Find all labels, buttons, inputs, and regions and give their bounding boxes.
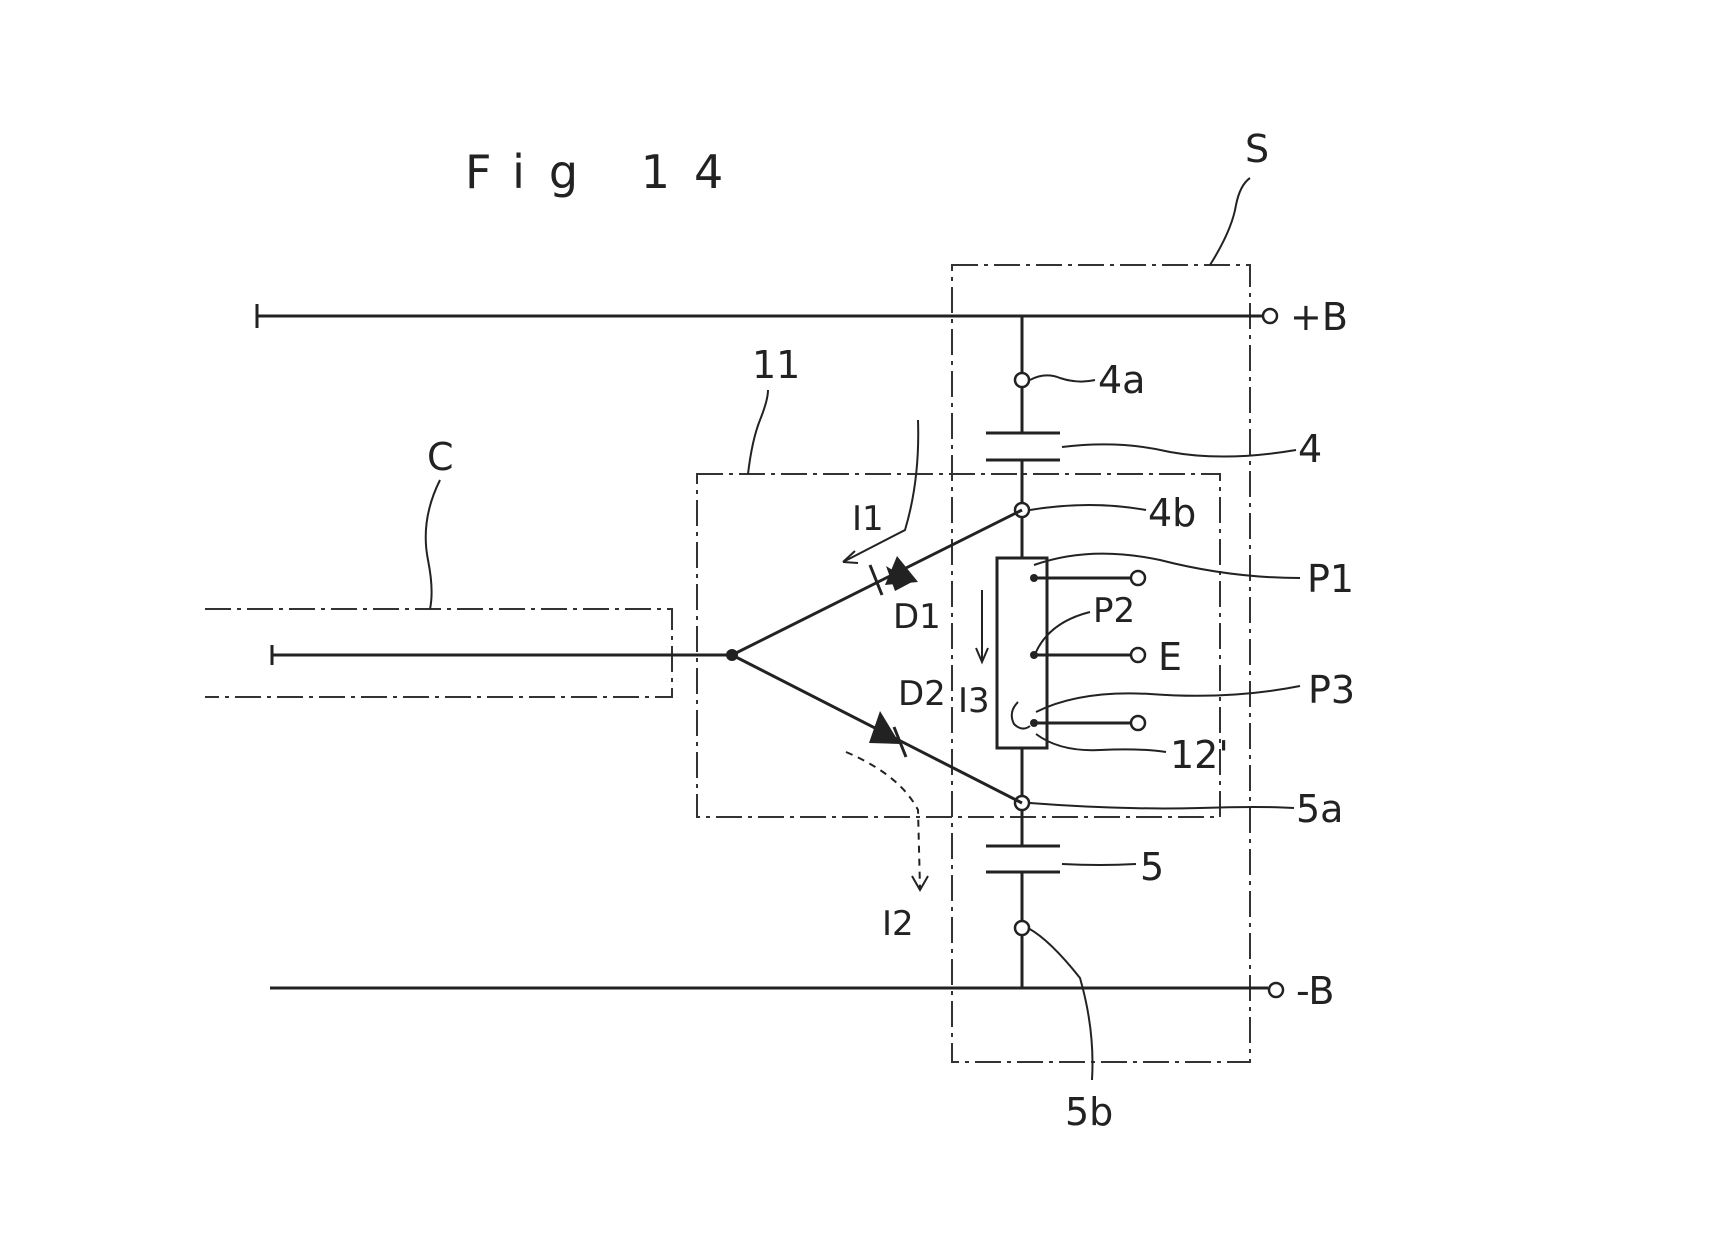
diode-d2 bbox=[869, 711, 900, 744]
leader-4 bbox=[1061, 443, 1297, 458]
label-5a: 5a bbox=[1296, 787, 1343, 831]
figure-title: Fig 14 bbox=[465, 145, 747, 199]
leader-p3 bbox=[1035, 685, 1301, 713]
label-p1: P1 bbox=[1307, 557, 1354, 601]
leader-12 bbox=[1035, 733, 1167, 753]
terminal-plus-b bbox=[1261, 307, 1279, 325]
label-4a: 4a bbox=[1098, 358, 1145, 402]
terminal-e bbox=[1129, 646, 1147, 664]
leader-4b bbox=[1029, 504, 1147, 511]
terminal-p3 bbox=[1129, 714, 1147, 732]
diode-d1-bar bbox=[868, 564, 884, 596]
leader-p1 bbox=[1033, 552, 1301, 579]
label-p2: P2 bbox=[1093, 591, 1135, 631]
label-i1: I1 bbox=[852, 499, 884, 539]
arrow-i1-head bbox=[842, 550, 859, 564]
leader-c bbox=[424, 479, 441, 610]
label-c: C bbox=[427, 435, 454, 479]
leader-5 bbox=[1061, 863, 1137, 866]
leader-5b bbox=[1027, 927, 1094, 1081]
curl-12 bbox=[1010, 701, 1031, 730]
arrow-i1 bbox=[842, 419, 920, 563]
label-e: E bbox=[1158, 635, 1182, 679]
arrow-i2-head bbox=[911, 875, 929, 893]
label-s: S bbox=[1245, 127, 1269, 171]
terminal-minus-b bbox=[1267, 981, 1285, 999]
arrow-i3-head bbox=[975, 647, 989, 665]
label-minus-b: -B bbox=[1296, 969, 1334, 1013]
label-i2: I2 bbox=[882, 904, 914, 944]
diode-d1-body bbox=[885, 556, 918, 585]
arrow-i2 bbox=[845, 751, 921, 889]
box-s bbox=[951, 264, 1251, 1063]
label-plus-b: +B bbox=[1290, 295, 1348, 339]
terminal-4a bbox=[1013, 371, 1031, 389]
label-5: 5 bbox=[1140, 845, 1164, 889]
label-i3: I3 bbox=[958, 681, 990, 721]
label-d2: D2 bbox=[898, 674, 946, 714]
label-4b: 4b bbox=[1148, 491, 1196, 535]
leader-p2 bbox=[1035, 611, 1091, 653]
label-4: 4 bbox=[1298, 427, 1322, 471]
box-11 bbox=[696, 473, 1221, 818]
cable-c-outline bbox=[205, 608, 673, 698]
leader-11 bbox=[747, 389, 769, 475]
label-12: 12' bbox=[1170, 733, 1229, 777]
leader-s bbox=[1209, 177, 1251, 266]
label-5b: 5b bbox=[1065, 1090, 1113, 1134]
terminal-p1 bbox=[1129, 569, 1147, 587]
label-p3: P3 bbox=[1308, 668, 1355, 712]
leader-5a bbox=[1029, 802, 1295, 810]
label-d1: D1 bbox=[893, 597, 941, 637]
diode-d2-bar bbox=[892, 726, 908, 758]
label-11: 11 bbox=[752, 343, 800, 387]
terminal-5b bbox=[1013, 919, 1031, 937]
leader-4a bbox=[1029, 374, 1096, 383]
sensor-block bbox=[995, 556, 1049, 750]
